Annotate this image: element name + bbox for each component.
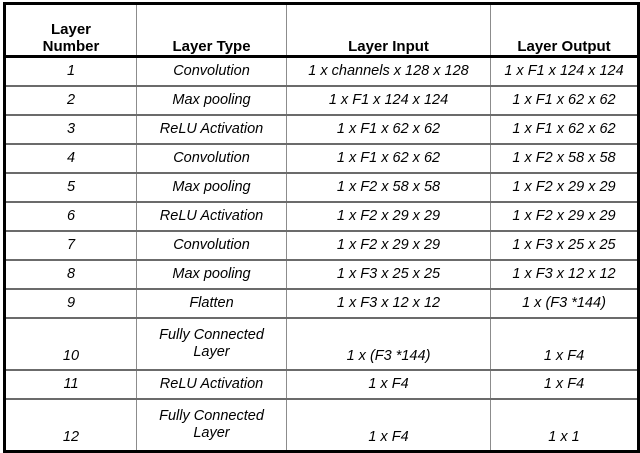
cell-layer-input: 1 x F1 x 124 x 124 — [286, 86, 491, 116]
cell-layer-input: 1 x F3 x 12 x 12 — [286, 289, 491, 319]
table-container: Layer Number Layer Type Layer Input Laye… — [3, 2, 640, 453]
table-header: Layer Number Layer Type Layer Input Laye… — [4, 3, 639, 58]
cell-layer-number: 6 — [4, 202, 137, 232]
cell-layer-type: Max pooling — [136, 173, 287, 203]
cell-layer-input: 1 x F2 x 29 x 29 — [286, 202, 491, 232]
cell-layer-input: 1 x F4 — [286, 370, 491, 400]
cell-layer-number: 3 — [4, 115, 137, 145]
cell-layer-type: ReLU Activation — [136, 202, 287, 232]
cell-layer-number: 1 — [4, 56, 137, 87]
column-header-layer-number-line1: Layer — [50, 21, 92, 38]
cell-layer-output: 1 x F2 x 29 x 29 — [490, 173, 639, 203]
cell-layer-input: 1 x F2 x 29 x 29 — [286, 231, 491, 261]
cell-layer-output: 1 x F4 — [490, 318, 639, 371]
cell-layer-output: 1 x F2 x 29 x 29 — [490, 202, 639, 232]
cell-layer-input: 1 x F2 x 58 x 58 — [286, 173, 491, 203]
cell-layer-input: 1 x F1 x 62 x 62 — [286, 115, 491, 145]
cell-layer-number: 8 — [4, 260, 137, 290]
cell-layer-input: 1 x F1 x 62 x 62 — [286, 144, 491, 174]
cell-layer-type: Fully Connected Layer — [136, 399, 287, 452]
cell-layer-number: 4 — [4, 144, 137, 174]
cell-layer-number: 10 — [4, 318, 137, 371]
cell-layer-output: 1 x F2 x 58 x 58 — [490, 144, 639, 174]
cell-layer-number: 2 — [4, 86, 137, 116]
cell-layer-type: Convolution — [136, 144, 287, 174]
cell-layer-output: 1 x F3 x 25 x 25 — [490, 231, 639, 261]
cell-layer-number: 11 — [4, 370, 137, 400]
cell-layer-number: 9 — [4, 289, 137, 319]
cell-layer-type: Fully Connected Layer — [136, 318, 287, 371]
cell-layer-output: 1 x (F3 *144) — [490, 289, 639, 319]
cell-layer-output: 1 x F1 x 62 x 62 — [490, 86, 639, 116]
cell-layer-number: 7 — [4, 231, 137, 261]
cell-layer-input: 1 x F3 x 25 x 25 — [286, 260, 491, 290]
cell-layer-type: ReLU Activation — [136, 115, 287, 145]
column-header-layer-type: Layer Type — [136, 3, 287, 58]
cell-layer-output: 1 x F3 x 12 x 12 — [490, 260, 639, 290]
cell-layer-number: 5 — [4, 173, 137, 203]
column-header-layer-input: Layer Input — [286, 3, 491, 58]
header-row: Layer Number Layer Type Layer Input Laye… — [4, 3, 639, 58]
cell-layer-input: 1 x F4 — [286, 399, 491, 452]
column-header-layer-number: Layer Number — [4, 3, 137, 58]
cell-layer-number: 12 — [4, 399, 137, 452]
cell-layer-type: Convolution — [136, 231, 287, 261]
cell-layer-type: Convolution — [136, 56, 287, 87]
cnn-architecture-table: Layer Number Layer Type Layer Input Laye… — [3, 2, 640, 453]
column-header-layer-number-line2: Number — [42, 38, 100, 55]
cell-layer-output: 1 x F1 x 124 x 124 — [490, 56, 639, 87]
cell-layer-output: 1 x F1 x 62 x 62 — [490, 115, 639, 145]
cell-layer-type: Flatten — [136, 289, 287, 319]
cell-layer-input: 1 x channels x 128 x 128 — [286, 56, 491, 87]
cell-layer-input: 1 x (F3 *144) — [286, 318, 491, 371]
cell-layer-type: Max pooling — [136, 86, 287, 116]
cell-layer-output: 1 x 1 — [490, 399, 639, 452]
cell-layer-output: 1 x F4 — [490, 370, 639, 400]
column-header-layer-output: Layer Output — [490, 3, 639, 58]
cell-layer-type: Max pooling — [136, 260, 287, 290]
cell-layer-type: ReLU Activation — [136, 370, 287, 400]
